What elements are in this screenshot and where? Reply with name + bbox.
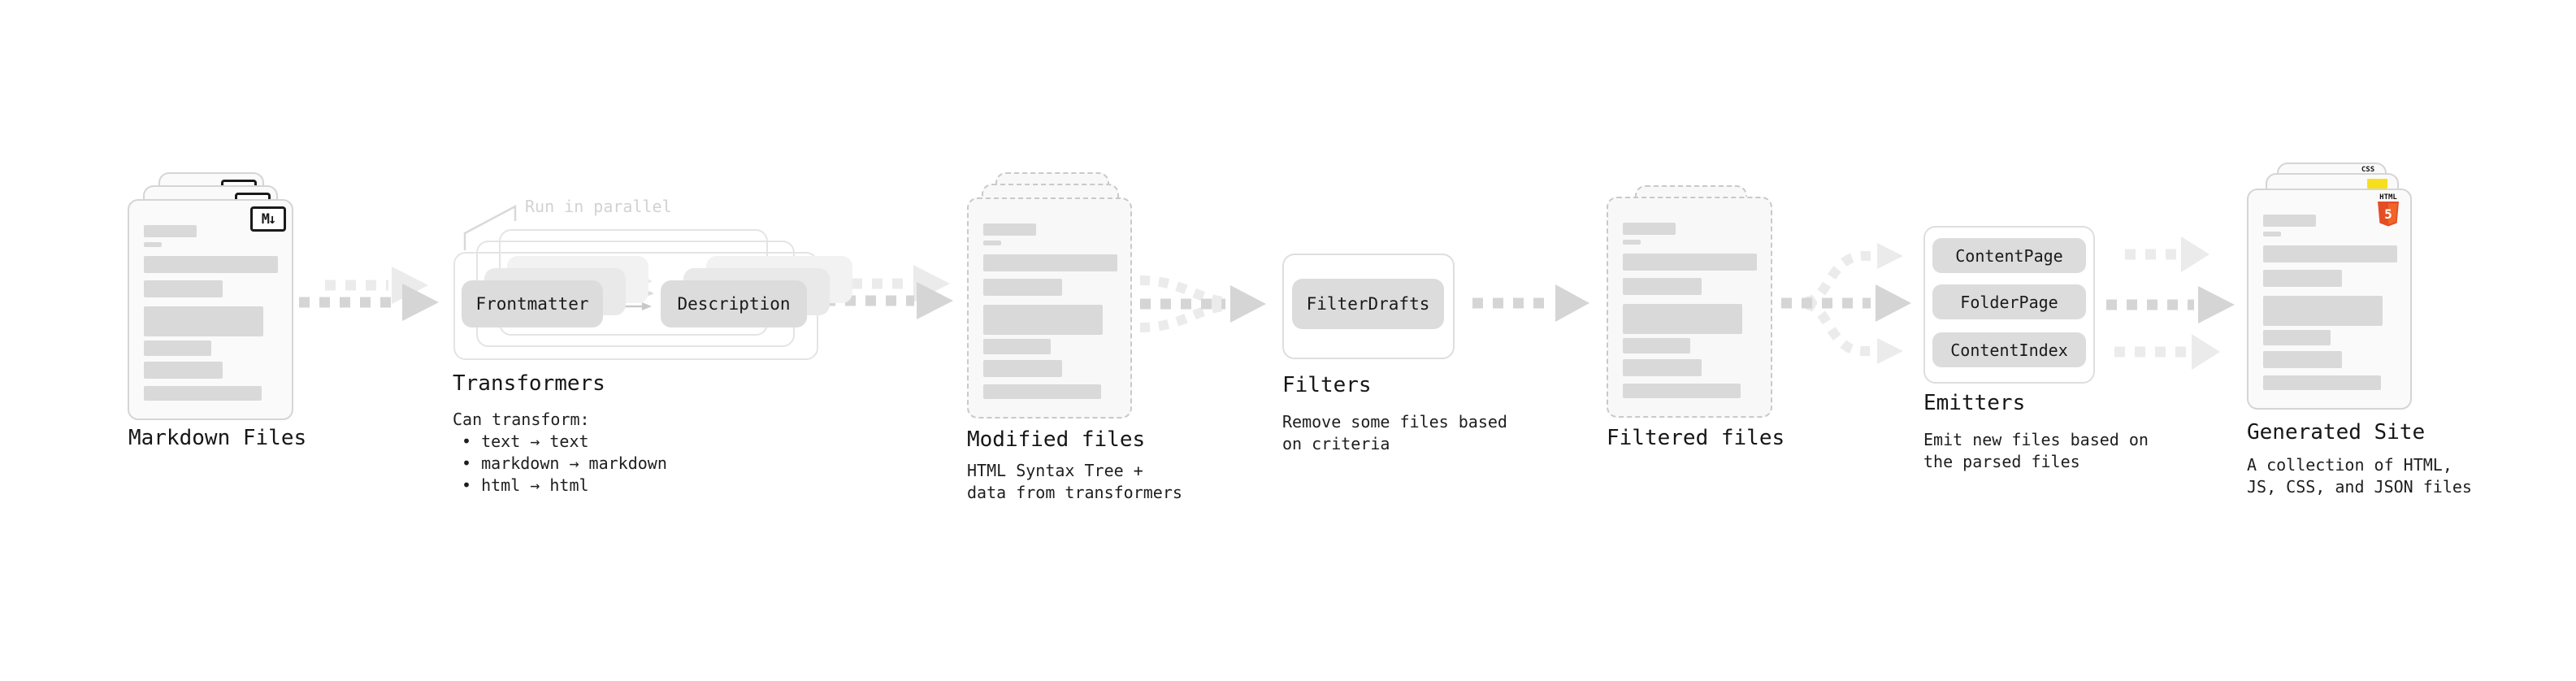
description-line: the parsed files	[1923, 452, 2080, 471]
contentindex-node: ContentIndex	[1932, 332, 2086, 367]
html5-icon: HTML 5	[2376, 194, 2400, 231]
placeholder-bar	[1623, 304, 1742, 334]
placeholder-bar	[983, 241, 1001, 245]
html5-icon-text: HTML	[2379, 193, 2397, 202]
js-icon	[2367, 179, 2387, 189]
placeholder-bar	[983, 305, 1103, 335]
placeholder-bar	[983, 384, 1101, 399]
placeholder-bar	[1623, 240, 1641, 245]
svg-text:5: 5	[2384, 206, 2392, 222]
placeholder-bar	[1623, 278, 1702, 295]
placeholder-bar	[2263, 330, 2331, 345]
css-icon-text: CSS	[2361, 166, 2375, 174]
placeholder-bar	[144, 340, 211, 356]
arrow-emitters-to-generated	[2106, 236, 2235, 370]
markdown-icon: M↓	[250, 206, 286, 232]
arrow-filters-to-filtered	[1472, 284, 1589, 322]
placeholder-bar	[1623, 384, 1741, 398]
placeholder-bar	[2263, 245, 2397, 262]
placeholder-bar	[983, 254, 1117, 271]
modified-file-card-front	[967, 197, 1132, 419]
placeholder-bar	[983, 279, 1062, 296]
stage-label-markdown-files: Markdown Files	[128, 426, 307, 450]
placeholder-bar	[1623, 338, 1690, 354]
placeholder-bar	[2263, 232, 2281, 236]
folderpage-node: FolderPage	[1932, 284, 2086, 319]
markdown-file-card-front: M↓	[128, 199, 293, 420]
description-line: • text → text	[462, 432, 589, 451]
placeholder-bar	[144, 256, 278, 273]
generated-file-card-front: HTML 5	[2247, 189, 2412, 410]
filterdrafts-node: FilterDrafts	[1292, 279, 1444, 329]
arrow-modified-to-filters	[1139, 275, 1266, 332]
placeholder-bar	[2263, 296, 2383, 326]
placeholder-bar	[144, 386, 262, 401]
run-in-parallel-callout	[463, 204, 517, 250]
stage-label-filtered-files: Filtered files	[1607, 426, 1785, 450]
modified-files-description: HTML Syntax Tree + data from transformer…	[967, 460, 1182, 504]
generated-site-description: A collection of HTML, JS, CSS, and JSON …	[2247, 454, 2472, 498]
description-line: • markdown → markdown	[462, 453, 667, 473]
description-line: Emit new files based on	[1923, 430, 2149, 449]
placeholder-bar	[144, 242, 162, 247]
placeholder-bar	[2263, 215, 2316, 227]
placeholder-bar	[1623, 223, 1676, 235]
run-in-parallel-annotation: Run in parallel	[525, 197, 672, 216]
stage-label-filters: Filters	[1282, 373, 1372, 397]
placeholder-bar	[983, 223, 1036, 236]
emitters-description: Emit new files based on the parsed files	[1923, 429, 2149, 473]
arrow-transformers-to-modified	[825, 265, 953, 319]
placeholder-bar	[2263, 270, 2342, 287]
transformers-description: Can transform: • text → text • markdown …	[453, 409, 667, 497]
description-line: HTML Syntax Tree +	[967, 461, 1143, 480]
placeholder-bar	[983, 360, 1062, 377]
description-line: data from transformers	[967, 483, 1182, 502]
description-line: A collection of HTML,	[2247, 455, 2452, 475]
placeholder-bar	[2263, 351, 2342, 368]
placeholder-bar	[144, 306, 263, 336]
stage-label-generated-site: Generated Site	[2247, 420, 2426, 445]
placeholder-bar	[144, 362, 223, 379]
description-node: Description	[661, 280, 807, 327]
arrow-filtered-to-emitters	[1781, 243, 1911, 364]
placeholder-bar	[1623, 254, 1757, 271]
placeholder-bar	[2263, 375, 2381, 390]
stage-label-modified-files: Modified files	[967, 427, 1146, 452]
frontmatter-node: Frontmatter	[462, 280, 603, 327]
description-line: Remove some files based	[1282, 412, 1507, 432]
description-line: • html → html	[462, 475, 589, 495]
placeholder-bar	[983, 339, 1051, 354]
stage-label-emitters: Emitters	[1923, 391, 2026, 415]
contentpage-node: ContentPage	[1932, 238, 2086, 273]
description-line: JS, CSS, and JSON files	[2247, 477, 2472, 497]
description-line: on criteria	[1282, 434, 1390, 453]
html5-shield: 5	[2378, 202, 2399, 227]
placeholder-bar	[1623, 359, 1702, 376]
placeholder-bar	[144, 280, 223, 297]
filtered-file-card-front	[1607, 197, 1772, 418]
placeholder-bar	[144, 225, 197, 237]
filters-description: Remove some files based on criteria	[1282, 411, 1507, 455]
description-line: Can transform:	[453, 410, 590, 429]
stage-label-transformers: Transformers	[453, 371, 605, 396]
arrow-markdown-to-transformers	[299, 267, 439, 321]
